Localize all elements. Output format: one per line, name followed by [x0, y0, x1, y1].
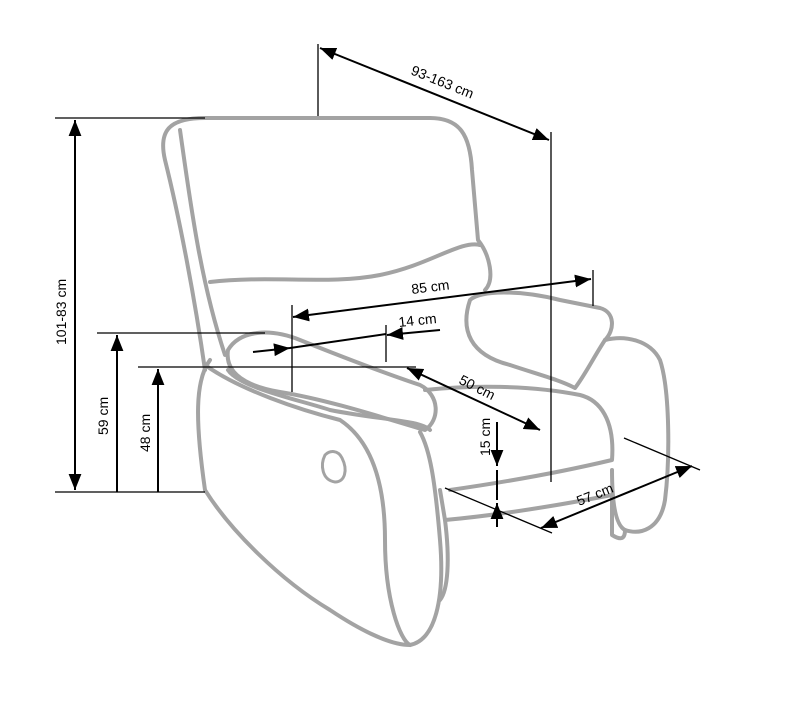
seat-width-label: 57 cm	[574, 480, 615, 509]
armrest-width-dimension: 14 cm	[252, 310, 441, 362]
seat-height-dimension: 48 cm	[137, 366, 416, 492]
seat-depth-dimension: 50 cm	[406, 367, 541, 431]
armrest-height-dimension: 59 cm	[95, 332, 265, 492]
armrest-width-label: 14 cm	[398, 310, 438, 330]
height-label: 101-83 cm	[53, 279, 69, 345]
footrest-clearance-label: 15 cm	[477, 418, 493, 456]
width-dimension: 85 cm	[291, 270, 594, 392]
width-label: 85 cm	[410, 276, 450, 297]
depth-label: 93-163 cm	[409, 62, 476, 102]
height-dimension: 101-83 cm	[53, 117, 205, 493]
chair-outline	[161, 116, 671, 647]
seat-height-label: 48 cm	[137, 414, 153, 452]
seat-depth-label: 50 cm	[457, 371, 498, 403]
footrest-clearance-dimension: 15 cm	[477, 418, 504, 527]
armrest-height-label: 59 cm	[95, 397, 111, 435]
